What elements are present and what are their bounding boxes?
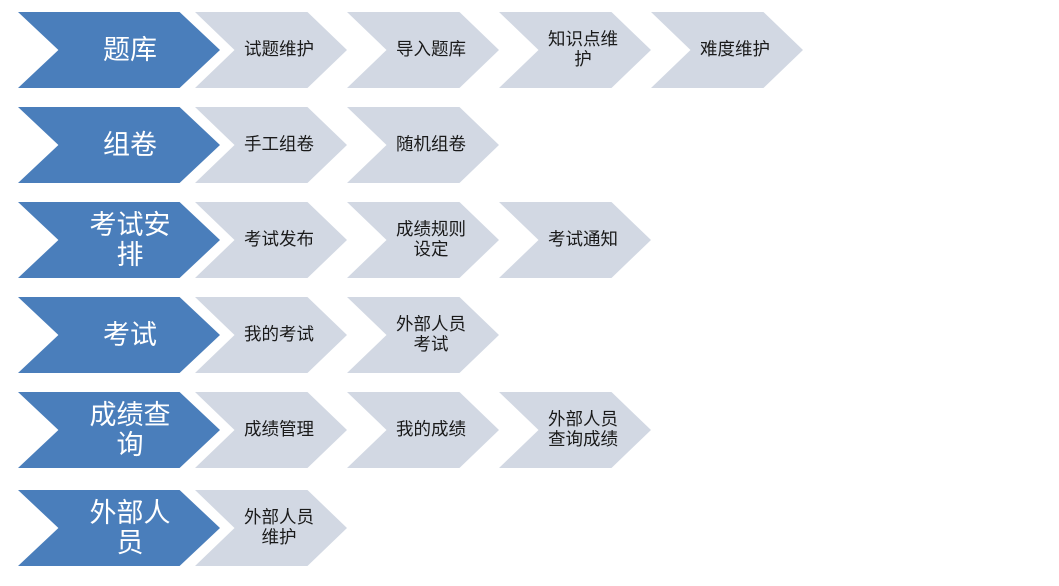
step-chevron-label: 成绩管理	[244, 419, 314, 440]
process-row-paper-composition: 组卷 手工组卷 随机组卷	[0, 107, 1059, 183]
step-chevron-label: 外部人员 考试	[396, 314, 466, 354]
step-chevron-label: 我的成绩	[396, 419, 466, 440]
primary-chevron-label: 组卷	[103, 129, 157, 160]
step-chevron-label: 随机组卷	[396, 134, 466, 155]
step-chevron-label: 手工组卷	[244, 134, 314, 155]
primary-chevron-label: 考试	[103, 319, 157, 350]
step-chevron-label: 难度维护	[700, 39, 770, 60]
process-row-external-personnel: 外部人 员 外部人员 维护	[0, 490, 1059, 566]
step-chevron-label: 试题维护	[244, 39, 314, 60]
step-chevron-label: 外部人员 查询成绩	[548, 409, 618, 449]
primary-chevron-label: 成绩查 询	[89, 399, 171, 460]
primary-chevron-question-bank[interactable]: 题库	[18, 12, 220, 88]
process-row-question-bank: 题库 试题维护 导入题库 知识点维 护 难度维护	[0, 12, 1059, 88]
primary-chevron-exam[interactable]: 考试	[18, 297, 220, 373]
step-chevron-label: 考试发布	[244, 229, 314, 250]
process-row-exam: 考试 我的考试 外部人员 考试	[0, 297, 1059, 373]
step-chevron-label: 知识点维 护	[548, 29, 618, 69]
primary-chevron-paper-composition[interactable]: 组卷	[18, 107, 220, 183]
primary-chevron-score-query[interactable]: 成绩查 询	[18, 392, 220, 468]
primary-chevron-exam-arrangement[interactable]: 考试安 排	[18, 202, 220, 278]
step-chevron-label: 成绩规则 设定	[396, 219, 466, 259]
step-chevron-exam-2[interactable]: 外部人员 考试	[347, 297, 499, 373]
step-chevron-question-bank-3[interactable]: 知识点维 护	[499, 12, 651, 88]
process-row-exam-arrangement: 考试安 排 考试发布 成绩规则 设定 考试通知	[0, 202, 1059, 278]
step-chevron-score-query-2[interactable]: 我的成绩	[347, 392, 499, 468]
step-chevron-label: 考试通知	[548, 229, 618, 250]
step-chevron-question-bank-2[interactable]: 导入题库	[347, 12, 499, 88]
step-chevron-label: 导入题库	[396, 39, 466, 60]
step-chevron-label: 我的考试	[244, 324, 314, 345]
step-chevron-exam-arrangement-2[interactable]: 成绩规则 设定	[347, 202, 499, 278]
primary-chevron-label: 题库	[103, 34, 157, 65]
primary-chevron-external-personnel[interactable]: 外部人 员	[18, 490, 220, 566]
process-row-score-query: 成绩查 询 成绩管理 我的成绩 外部人员 查询成绩	[0, 392, 1059, 468]
primary-chevron-label: 外部人 员	[89, 497, 171, 558]
primary-chevron-label: 考试安 排	[89, 209, 171, 270]
step-chevron-paper-composition-2[interactable]: 随机组卷	[347, 107, 499, 183]
step-chevron-question-bank-4[interactable]: 难度维护	[651, 12, 803, 88]
step-chevron-score-query-3[interactable]: 外部人员 查询成绩	[499, 392, 651, 468]
step-chevron-label: 外部人员 维护	[244, 507, 314, 547]
step-chevron-exam-arrangement-3[interactable]: 考试通知	[499, 202, 651, 278]
